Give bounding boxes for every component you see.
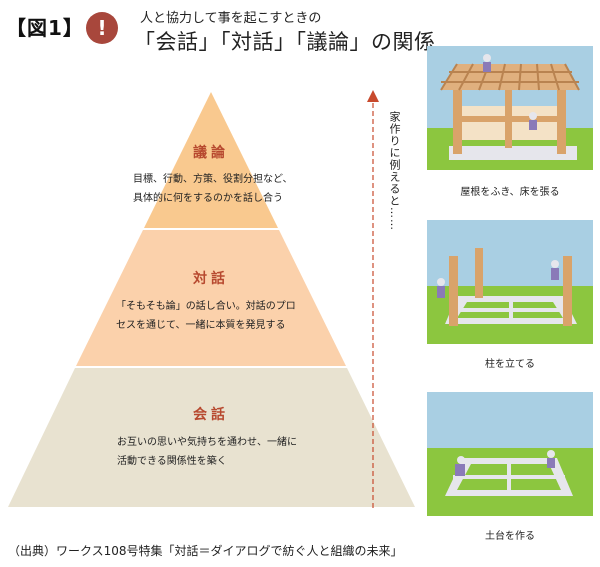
pyramid-layer-bottom	[8, 368, 415, 507]
house-roof-floor-illustration	[427, 46, 593, 170]
arrow-note: 家作りに例えると……	[388, 111, 401, 231]
alert-symbol: !	[97, 16, 107, 40]
exclamation-icon: !	[86, 12, 118, 44]
house-foundation-illustration	[427, 392, 593, 516]
pyramid-layer-top	[144, 92, 278, 228]
layer-desc-line: 具体的に何をするのかを話し合う	[133, 193, 283, 204]
scene-caption-roof: 屋根をふき、床を張る	[460, 187, 560, 198]
layer-heading-debate: 議論	[193, 145, 229, 161]
layer-desc-line: お互いの思いや気持ちを通わせ、一緒に	[117, 437, 297, 448]
layer-desc-line: セスを通じて、一緒に本質を発見する	[116, 320, 286, 331]
scene-caption-pillars: 柱を立てる	[485, 359, 535, 370]
arrow-head-icon	[367, 90, 379, 102]
layer-desc-line: 「そもそも論」の話し合い。対話のプロ	[116, 301, 296, 312]
scene-caption-foundation: 土台を作る	[485, 531, 535, 542]
layer-desc-line: 活動できる関係性を築く	[117, 456, 227, 467]
layer-desc-conversation: お互いの思いや気持ちを通わせ、一緒に 活動できる関係性を築く	[117, 433, 297, 471]
page-subtitle: 人と協力して事を起こすときの	[140, 11, 322, 26]
pyramid-layer-middle	[76, 230, 346, 366]
figure-label: 【図1】	[6, 16, 84, 40]
layer-desc-dialogue: 「そもそも論」の話し合い。対話のプロ セスを通じて、一緒に本質を発見する	[116, 297, 296, 335]
page-title: 「会話」「対話」「議論」の関係	[134, 30, 436, 54]
layer-desc-line: 目標、行動、方策、役割分担など、	[133, 174, 293, 185]
house-pillars-illustration	[427, 220, 593, 344]
layer-desc-debate: 目標、行動、方策、役割分担など、 具体的に何をするのかを話し合う	[133, 170, 293, 208]
source-note: （出典）ワークス108号特集「対話＝ダイアログで紡ぐ人と組織の未来」	[8, 544, 403, 558]
layer-heading-conversation: 会話	[193, 407, 229, 423]
layer-heading-dialogue: 対話	[193, 271, 229, 287]
